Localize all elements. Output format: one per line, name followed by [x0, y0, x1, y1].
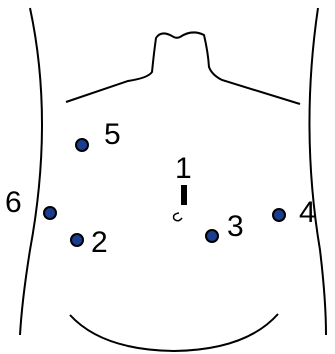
port-6-marker [43, 206, 57, 220]
port-2-marker [70, 233, 84, 247]
pelvic-outline [69, 313, 279, 353]
port-5-label: 5 [104, 118, 121, 151]
left-flank-outline [19, 7, 43, 336]
port-5-marker [75, 138, 89, 152]
port-3-marker [205, 229, 219, 243]
port-3-label: 3 [227, 210, 244, 243]
right-flank-outline [308, 7, 327, 336]
costal-margin-outline [65, 31, 301, 105]
port-1-label: 1 [175, 152, 192, 185]
port-4-marker [272, 208, 286, 222]
umbilicus [172, 212, 183, 222]
port-1-incision [181, 185, 187, 205]
port-4-label: 4 [299, 196, 316, 229]
port-6-label: 6 [5, 186, 22, 219]
port-2-label: 2 [91, 226, 108, 259]
